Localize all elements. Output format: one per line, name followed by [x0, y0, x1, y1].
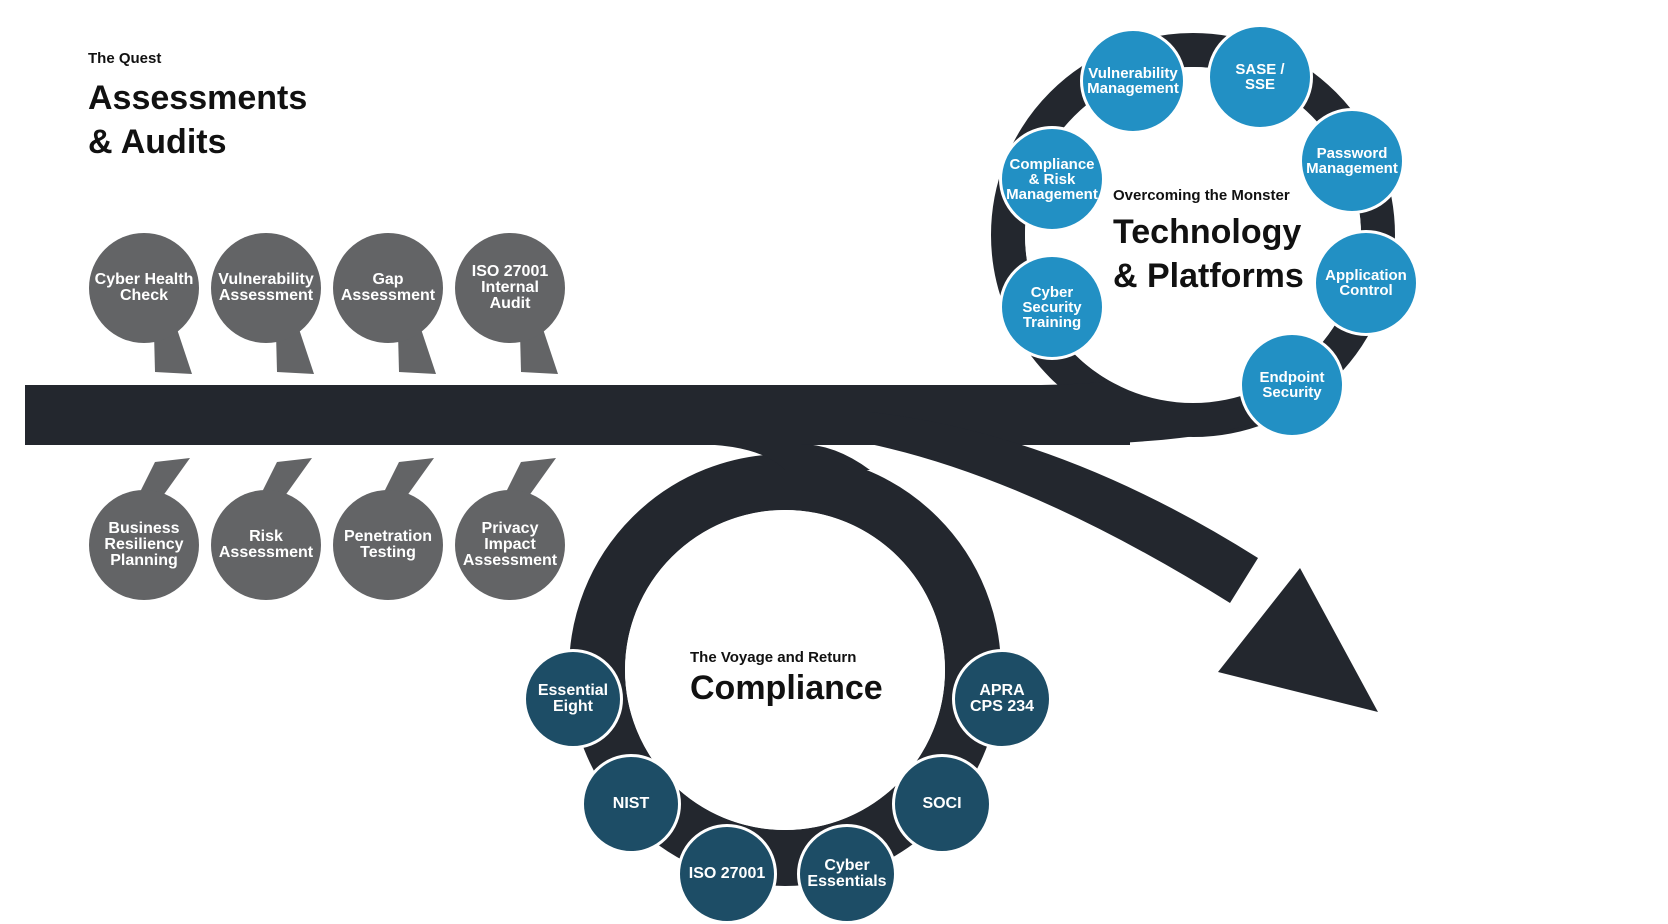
quest-node-label: Vulnerability Assessment — [218, 271, 314, 304]
compliance-node-label: NIST — [612, 795, 650, 812]
pointer-bottom-3 — [384, 458, 434, 500]
quest-node-bottom-3: Penetration Testing — [333, 490, 443, 600]
compliance-node-4: Cyber Essentials — [797, 824, 897, 924]
technology-ring-center — [1025, 67, 1361, 403]
quest-node-top-4: ISO 27001 Internal Audit — [455, 233, 565, 343]
quest-node-top-2: Vulnerability Assessment — [211, 233, 321, 343]
tech-node-1: Vulnerability Management — [1080, 28, 1186, 134]
compliance-node-2: NIST — [581, 754, 681, 854]
compliance-node-label: Essential Eight — [537, 682, 609, 715]
quest-node-label: Business Resiliency Planning — [104, 520, 184, 569]
quest-node-label: Risk Assessment — [218, 528, 314, 561]
arrow-head — [1218, 568, 1378, 712]
voyage-title: Compliance — [690, 669, 883, 707]
tech-node-3: Password Management — [1299, 108, 1405, 214]
tech-node-6: Cyber Security Training — [999, 254, 1105, 360]
tech-node-4: Application Control — [1313, 230, 1419, 336]
compliance-node-1: Essential Eight — [523, 649, 623, 749]
pointer-bottom-1 — [140, 458, 190, 500]
quest-node-label: Penetration Testing — [343, 528, 432, 561]
compliance-node-6: APRA CPS 234 — [952, 649, 1052, 749]
quest-subtitle: The Quest — [88, 50, 162, 67]
compliance-ring-center — [625, 510, 945, 830]
tech-node-label: Password Management — [1306, 145, 1398, 177]
tech-node-5: Endpoint Security — [1239, 332, 1345, 438]
quest-node-bottom-4: Privacy Impact Assessment — [455, 490, 565, 600]
tech-node-label: Application Control — [1325, 267, 1407, 299]
quest-title-line2: & Audits — [88, 123, 227, 161]
pointer-bottom-2 — [262, 458, 312, 500]
quest-title-line1: Assessments — [88, 79, 308, 117]
compliance-node-label: Cyber Essentials — [807, 857, 887, 890]
monster-subtitle: Overcoming the Monster — [1113, 187, 1290, 204]
quest-node-bottom-2: Risk Assessment — [211, 490, 321, 600]
tech-node-label: SASE / SSE — [1235, 61, 1285, 93]
compliance-node-label: APRA CPS 234 — [969, 682, 1035, 715]
tech-node-2: SASE / SSE — [1207, 24, 1313, 130]
tech-node-7: Compliance & Risk Management — [999, 126, 1105, 232]
quest-node-label: Cyber Health Check — [94, 271, 194, 304]
compliance-node-3: ISO 27001 — [677, 824, 777, 924]
tech-node-label: Vulnerability Management — [1087, 65, 1179, 97]
main-track — [25, 385, 1130, 445]
quest-node-label: Privacy Impact Assessment — [462, 520, 558, 569]
tech-node-label: Endpoint Security — [1259, 369, 1325, 401]
compliance-connector — [690, 444, 870, 470]
compliance-node-label: ISO 27001 — [688, 865, 766, 882]
quest-node-label: ISO 27001 Internal Audit — [471, 263, 549, 312]
compliance-node-5: SOCI — [892, 754, 992, 854]
compliance-node-label: SOCI — [922, 795, 962, 812]
monster-title-line2: & Platforms — [1113, 257, 1304, 295]
monster-title-line1: Technology — [1113, 213, 1302, 251]
tech-node-label: Cyber Security Training — [1022, 283, 1082, 331]
voyage-subtitle: The Voyage and Return — [690, 649, 857, 666]
pointer-bottom-4 — [506, 458, 556, 500]
quest-node-top-1: Cyber Health Check — [89, 233, 199, 343]
quest-node-label: Gap Assessment — [340, 271, 436, 304]
quest-node-top-3: Gap Assessment — [333, 233, 443, 343]
arrow-shaft — [870, 412, 1258, 603]
tech-node-label: Compliance & Risk Management — [1006, 155, 1098, 203]
quest-node-bottom-1: Business Resiliency Planning — [89, 490, 199, 600]
